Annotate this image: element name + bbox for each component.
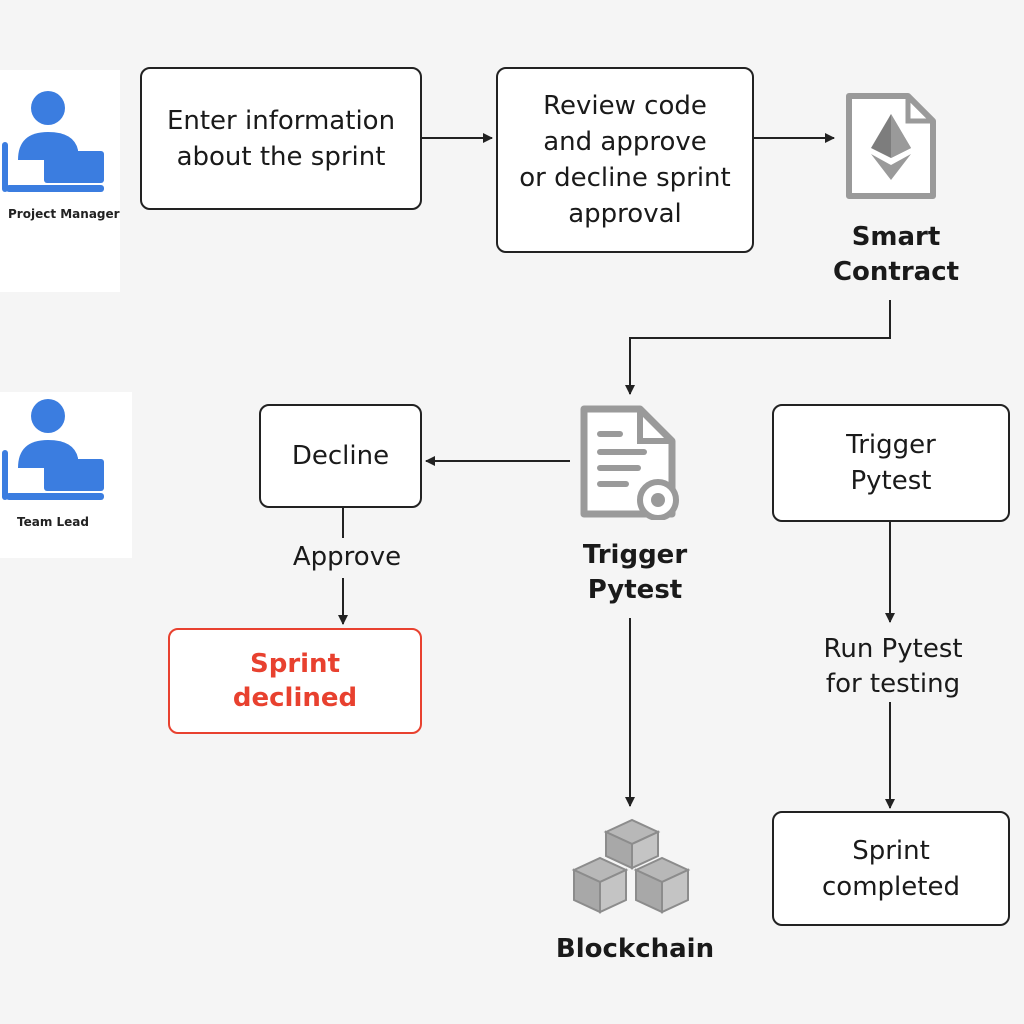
enter-info-box: Enter information about the sprint (140, 67, 422, 210)
run-pytest-label: Run Pytest for testing (823, 634, 963, 699)
sprint-declined-box: Sprint declined (168, 628, 422, 734)
blockchain-label: Blockchain (555, 934, 715, 964)
trigger-pytest-label: Trigger Pytest (582, 540, 688, 605)
person-at-laptop-icon (2, 91, 104, 192)
approve-label: Approve (292, 542, 402, 572)
sprint-completed-box: Sprint completed (772, 811, 1010, 926)
actor-label-team-lead: Team Lead (17, 515, 89, 529)
trigger-pytest-box: Trigger Pytest (772, 404, 1010, 522)
actor-label-project-manager: Project Manager (8, 207, 120, 221)
blockchain-cubes-icon (571, 818, 691, 914)
smart-contract-label: Smart Contract (832, 222, 960, 287)
decline-box: Decline (259, 404, 422, 508)
review-code-box: Review code and approve or decline sprin… (496, 67, 754, 253)
ethereum-document-icon (846, 93, 936, 199)
arrow-contract-to-pytest (625, 300, 891, 395)
contract-document-icon (580, 405, 679, 520)
person-at-laptop-icon (2, 399, 104, 500)
